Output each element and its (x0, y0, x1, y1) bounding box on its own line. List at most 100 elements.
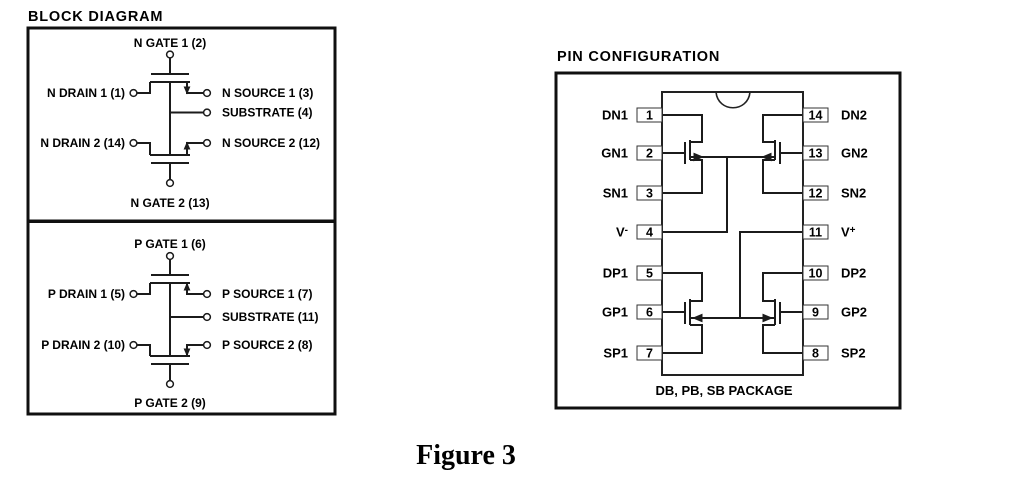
n-source2-label: N SOURCE 2 (12) (222, 136, 320, 150)
p-gate2-label: P GATE 2 (9) (134, 396, 206, 410)
pin-7-box (636, 345, 663, 361)
n2-source-wire (762, 159, 803, 194)
pin-13-number: 13 (809, 147, 823, 161)
n-source2-arrow (183, 141, 191, 150)
p-substrate-label: SUBSTRATE (11) (222, 310, 318, 324)
p-source1-terminal (202, 289, 212, 299)
n-drain1-label: N DRAIN 1 (1) (47, 86, 125, 100)
internal-p-transistors (662, 231, 803, 354)
right-pins: 14 DN2 13 GN2 12 SN2 11 V+ 10 DP2 9 GP2 … (802, 107, 868, 361)
p-gate1-terminal (165, 251, 175, 261)
pin-gn2-label: GN2 (841, 146, 868, 161)
p-box-border (26, 220, 337, 416)
pin-1-box (636, 107, 663, 123)
pin-sn1-label: SN1 (603, 186, 628, 201)
pin-sn2-label: SN2 (841, 186, 866, 201)
pin-14-box (802, 107, 829, 123)
n-drain1-terminal (129, 88, 138, 98)
p-drain1-label: P DRAIN 1 (5) (48, 287, 125, 301)
pin-config-border (554, 71, 902, 410)
pin-12-box (802, 185, 829, 201)
pin-sp2-label: SP2 (841, 346, 866, 361)
n1-source-wire (662, 159, 703, 194)
pin-14-number: 14 (809, 109, 823, 123)
pin-vminus-label: V- (616, 225, 628, 240)
n-substrate-terminal (202, 108, 212, 117)
vplus-body-wire (739, 231, 803, 318)
n-gate2-terminal (165, 178, 175, 188)
pin-2-number: 2 (646, 147, 653, 161)
p-source1-label: P SOURCE 1 (7) (222, 287, 312, 301)
n-gate1-terminal (165, 50, 175, 59)
pin-sp1-label: SP1 (603, 346, 628, 361)
n-source2-terminal (202, 138, 212, 148)
p1-body-arrow (692, 313, 703, 323)
pin-dn1-label: DN1 (602, 108, 628, 123)
pin-gn1-label: GN1 (601, 146, 628, 161)
pin-dp1-label: DP1 (603, 266, 628, 281)
p-channel-box: P GATE 1 (6) P DRAIN 1 (5) P SOURCE (26, 220, 337, 416)
n-source1-terminal (202, 88, 212, 98)
n-drain1-wire (137, 82, 151, 94)
n-box-border (26, 26, 337, 223)
pin-12-number: 12 (809, 187, 823, 201)
p-source2-arrow (183, 348, 191, 357)
package-outline (661, 91, 804, 376)
pin-11-box (802, 224, 829, 240)
n1-body-arrow (693, 152, 704, 162)
pin-2-box (636, 145, 663, 161)
pin-5-number: 5 (646, 267, 653, 281)
pin-3-box (636, 185, 663, 201)
n-source1-label: N SOURCE 1 (3) (222, 86, 313, 100)
internal-n-transistors (662, 114, 803, 233)
n-gate1-label: N GATE 1 (2) (134, 36, 206, 50)
figure-caption: Figure 3 (416, 440, 516, 471)
pin-5-box (636, 265, 663, 281)
left-pins: 1 DN1 2 GN1 3 SN1 4 V- 5 DP1 6 GP1 7 SP1 (601, 107, 663, 361)
n2-body-arrow (761, 152, 772, 162)
pin-10-number: 10 (809, 267, 823, 281)
pin-4-number: 4 (646, 226, 653, 240)
p1-source-wire (662, 324, 703, 354)
pin-6-box (636, 304, 663, 320)
pin-1-number: 1 (646, 109, 653, 123)
p-source2-label: P SOURCE 2 (8) (222, 338, 312, 352)
n-gate2-label: N GATE 2 (13) (130, 196, 209, 210)
p-drain2-wire (137, 344, 151, 356)
pin-4-box (636, 224, 663, 240)
pin-gp1-label: GP1 (602, 305, 628, 320)
p-drain1-wire (137, 283, 151, 295)
block-diagram-title: BLOCK DIAGRAM (28, 9, 163, 25)
n-drain2-terminal (129, 138, 138, 148)
pin-6-number: 6 (646, 306, 653, 320)
p2-drain-wire (762, 272, 803, 302)
pin-gp2-label: GP2 (841, 305, 867, 320)
n1-drain-wire (662, 114, 703, 143)
pin-10-box (802, 265, 829, 281)
n-drain2-wire (137, 142, 151, 155)
block-diagram: BLOCK DIAGRAM N GATE 1 (2) (26, 9, 337, 416)
pin-8-number: 8 (812, 347, 819, 361)
pin-9-box (802, 304, 829, 320)
p-gate1-label: P GATE 1 (6) (134, 237, 206, 251)
n-channel-box: N GATE 1 (2) N DRAIN 1 (1) N SOURCE (26, 26, 337, 223)
pin-dn2-label: DN2 (841, 108, 867, 123)
pin-8-box (802, 345, 829, 361)
p-substrate-terminal (202, 312, 212, 322)
p-source1-arrow (183, 282, 191, 291)
p-drain2-terminal (129, 340, 138, 350)
pin-dp2-label: DP2 (841, 266, 866, 281)
p-drain1-terminal (129, 289, 138, 299)
pin-11-number: 11 (809, 226, 822, 240)
package-type-label: DB, PB, SB PACKAGE (656, 383, 793, 398)
n2-drain-wire (762, 114, 803, 143)
pin-vplus-label: V+ (841, 225, 856, 240)
pin-9-number: 9 (812, 306, 819, 320)
pin-configuration: PIN CONFIGURATION (554, 49, 902, 410)
pin-7-number: 7 (646, 347, 653, 361)
n-drain2-label: N DRAIN 2 (14) (40, 136, 125, 150)
pin-configuration-title: PIN CONFIGURATION (557, 49, 720, 65)
package-notch (715, 91, 751, 109)
p2-source-wire (762, 324, 803, 354)
